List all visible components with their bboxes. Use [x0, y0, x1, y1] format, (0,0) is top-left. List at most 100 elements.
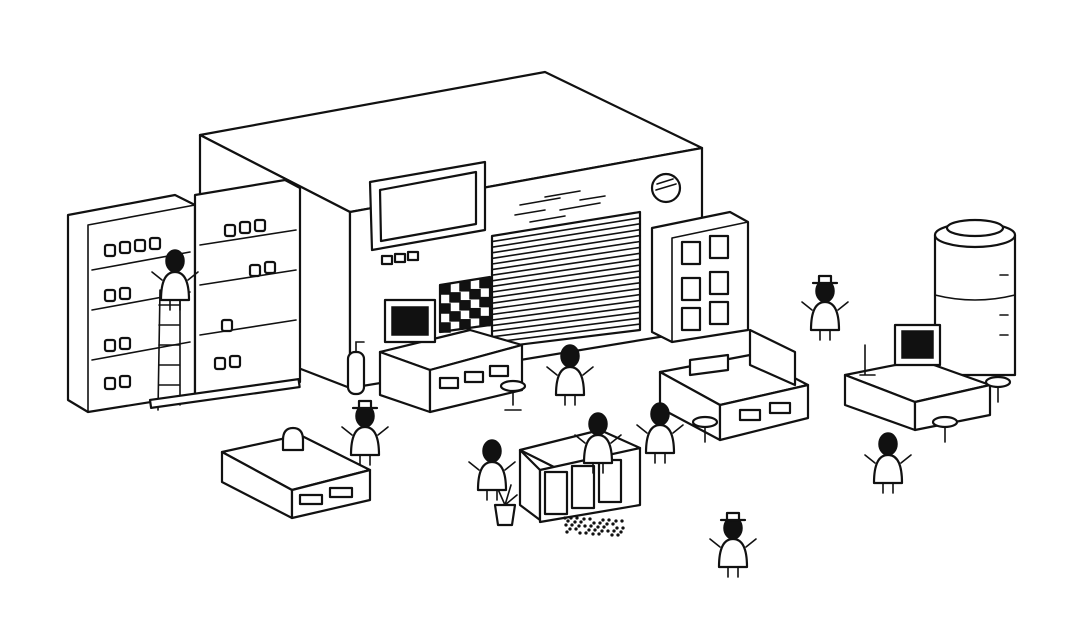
dot — [607, 518, 611, 522]
person-on-ladder[interactable] — [151, 249, 199, 311]
person-sitting[interactable] — [636, 402, 684, 464]
brick-pattern — [514, 190, 606, 223]
body — [872, 453, 904, 485]
arms — [864, 454, 912, 464]
jar — [103, 243, 117, 258]
shutter-slat — [491, 223, 641, 248]
dot — [612, 529, 616, 533]
person-with-hat-front[interactable] — [709, 511, 757, 578]
roller-shutter-door[interactable] — [490, 210, 642, 350]
dot — [596, 525, 600, 529]
jar — [220, 318, 234, 333]
shutter-slat — [491, 240, 641, 265]
computer-desk-center — [378, 298, 524, 414]
arms — [151, 271, 199, 281]
hat-icon — [719, 511, 747, 522]
lab-bench-left — [220, 426, 372, 520]
checker-square — [439, 284, 451, 295]
person-with-hat-near-bench[interactable] — [341, 399, 389, 466]
shutter-slat — [491, 305, 641, 327]
legs — [564, 394, 576, 406]
legs — [359, 454, 371, 466]
dot — [611, 522, 615, 526]
shelf-unit-left — [66, 193, 197, 414]
head — [560, 344, 580, 368]
shutter-slat — [491, 317, 641, 338]
body — [159, 270, 191, 302]
legs — [654, 452, 666, 464]
checker-square — [439, 322, 451, 333]
checker-square — [439, 303, 451, 314]
arms — [709, 538, 757, 548]
hat-icon — [351, 399, 379, 410]
jar — [253, 218, 267, 233]
dot — [588, 517, 592, 521]
dot — [591, 532, 595, 536]
dot — [621, 526, 625, 530]
legs — [882, 482, 894, 494]
jar — [133, 238, 147, 253]
body — [476, 460, 508, 492]
flask — [281, 426, 305, 452]
stools — [499, 375, 1012, 443]
person-walking[interactable] — [864, 432, 912, 494]
person-arms-raised[interactable] — [546, 344, 594, 406]
head — [878, 432, 898, 456]
jar — [118, 336, 132, 351]
checker-square — [459, 300, 471, 311]
arms — [801, 301, 849, 311]
spilled-dots — [563, 516, 625, 537]
legs — [486, 489, 498, 501]
dot — [568, 527, 572, 531]
dot — [600, 529, 604, 533]
dot — [584, 531, 588, 535]
jar — [238, 220, 252, 235]
legs — [727, 566, 739, 578]
dot — [564, 523, 568, 527]
shutter-slat — [491, 270, 641, 293]
body — [644, 423, 676, 455]
shelf-unit-right — [193, 178, 302, 400]
dot — [605, 522, 609, 526]
locker-counter — [518, 428, 642, 524]
head — [165, 249, 185, 273]
shutter-slat — [491, 228, 641, 254]
dot — [619, 530, 623, 534]
floor-rail — [148, 378, 301, 410]
dot — [593, 528, 597, 532]
ladder[interactable] — [157, 287, 181, 411]
fire-extinguisher — [346, 341, 366, 396]
body — [349, 425, 381, 457]
dot — [602, 525, 606, 529]
jar — [213, 356, 227, 371]
hat-icon — [811, 274, 839, 285]
checker-square — [449, 311, 461, 322]
checker-board — [438, 275, 492, 334]
person-behind-counter[interactable] — [574, 412, 622, 474]
body — [809, 300, 841, 332]
arms — [341, 426, 389, 436]
dot — [573, 520, 577, 524]
jar — [103, 288, 117, 303]
shutter-slat — [491, 323, 641, 344]
person-waving[interactable] — [468, 439, 516, 501]
wall-vent-icon — [650, 172, 682, 204]
head — [650, 402, 670, 426]
legs — [819, 329, 831, 341]
shutter-slat — [491, 311, 641, 333]
shelf-jars — [103, 218, 277, 391]
shutter-slat — [491, 287, 641, 310]
wall-tv-screen — [368, 160, 487, 266]
jar — [103, 338, 117, 353]
computer-desk-right — [658, 328, 810, 442]
dot — [566, 519, 570, 523]
arms — [574, 434, 622, 444]
dot — [614, 519, 618, 523]
checker-square — [479, 315, 491, 327]
body — [554, 365, 586, 397]
checker-square — [459, 281, 471, 292]
shutter-slat — [491, 293, 641, 316]
checker-square — [479, 277, 491, 289]
person-with-hat-waving[interactable] — [801, 274, 849, 341]
